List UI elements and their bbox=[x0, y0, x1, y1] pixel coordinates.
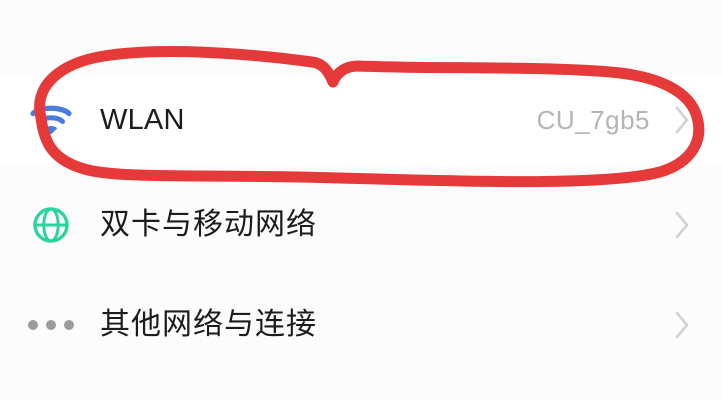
chevron-right-icon[interactable] bbox=[660, 310, 704, 340]
settings-row-label: WLAN bbox=[100, 103, 185, 136]
settings-row-wlan[interactable]: WLAN CU_7gb5 bbox=[0, 76, 722, 164]
chevron-right-icon[interactable] bbox=[660, 105, 704, 135]
settings-row-other-networks-and-connections[interactable]: 其他网络与连接 bbox=[0, 286, 722, 364]
globe-icon bbox=[16, 186, 86, 264]
wlan-connected-network-value: CU_7gb5 bbox=[536, 104, 650, 135]
chevron-right-icon[interactable] bbox=[660, 210, 704, 240]
wifi-icon bbox=[16, 76, 86, 164]
settings-row-label: 双卡与移动网络 bbox=[100, 207, 317, 242]
more-dots-icon bbox=[16, 286, 86, 364]
settings-row-dual-sim-mobile-network[interactable]: 双卡与移动网络 bbox=[0, 186, 722, 264]
settings-row-label: 其他网络与连接 bbox=[100, 307, 317, 342]
